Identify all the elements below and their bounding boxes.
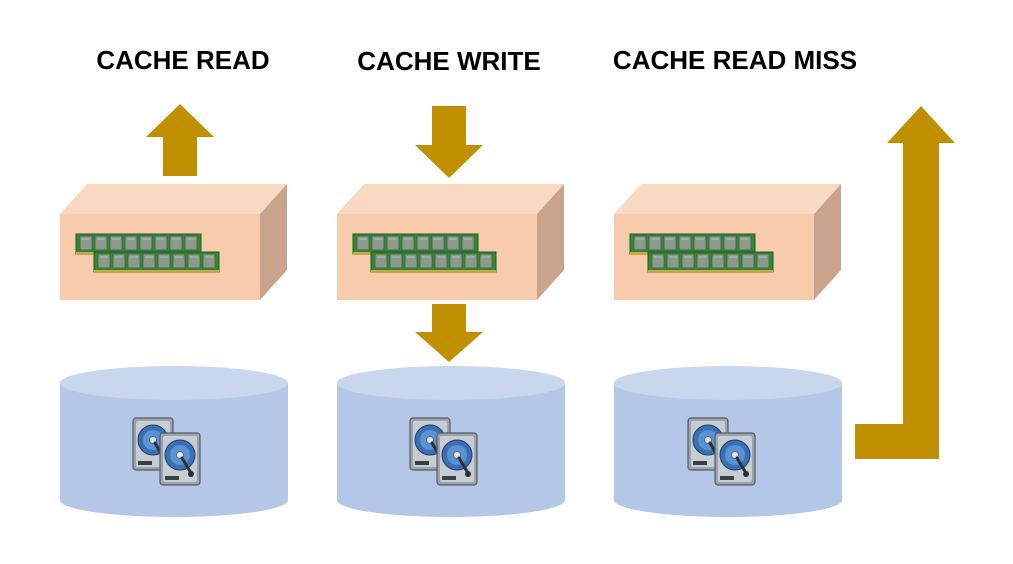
- cache-box: [337, 184, 564, 300]
- cache-read-title: CACHE READ: [96, 45, 270, 75]
- ram-module-icon: [353, 234, 496, 273]
- arrow-down-icon: [415, 106, 483, 178]
- arrow-bent-up-icon: [855, 106, 955, 459]
- cache-read-column: [60, 104, 288, 517]
- cache-box: [60, 184, 287, 300]
- ram-module-icon: [76, 234, 219, 273]
- cache-read-miss-title: CACHE READ MISS: [612, 45, 858, 75]
- arrow-down-icon: [415, 304, 483, 362]
- cache-read-miss-column: [614, 106, 955, 517]
- cache-write-title: CACHE WRITE: [357, 46, 541, 76]
- ram-module-icon: [630, 234, 773, 273]
- arrow-up-icon: [146, 104, 214, 176]
- cache-write-column: [337, 106, 565, 517]
